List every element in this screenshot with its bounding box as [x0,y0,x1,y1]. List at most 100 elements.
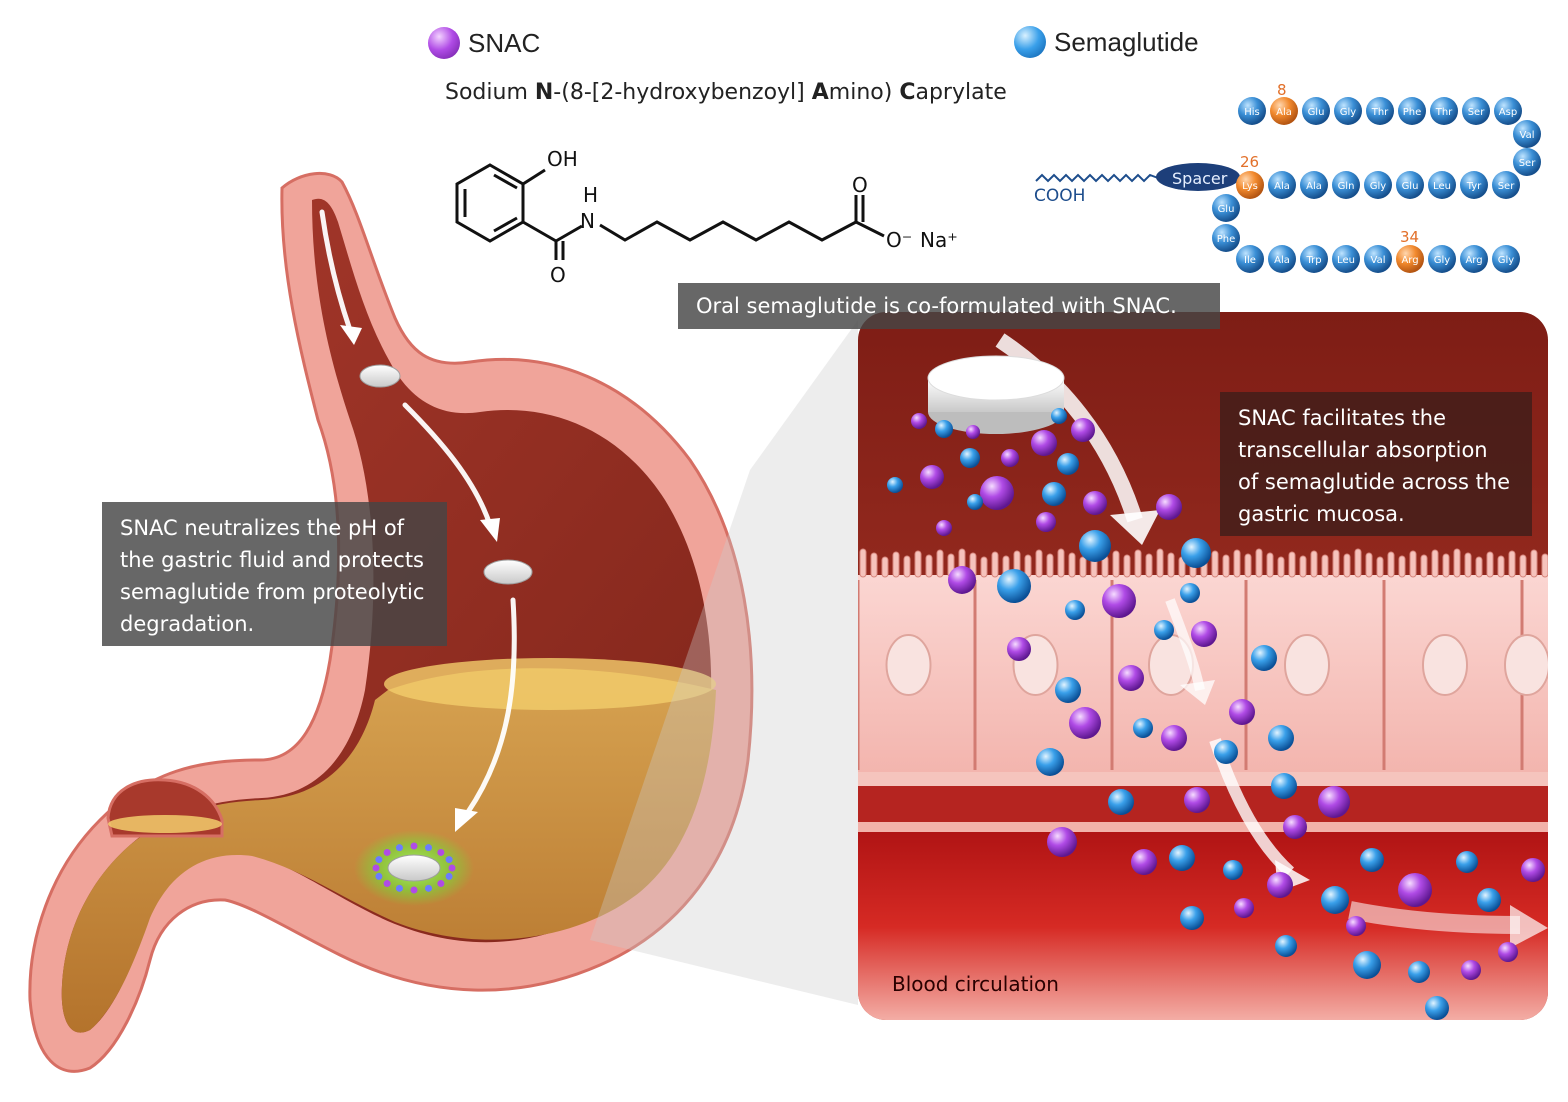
svg-text:Arg: Arg [1401,255,1418,266]
semaglutide-particle [1180,906,1204,930]
residue-arg: Arg [1396,245,1424,273]
residue-ala: Ala [1300,171,1328,199]
o1-label: O [550,263,566,287]
semaglutide-particle [445,856,453,864]
svg-text:Asp: Asp [1499,107,1517,118]
snac-particle [372,864,380,872]
snac-particle [1156,494,1182,520]
pill-path-arrows [319,209,517,815]
residue-ser: Ser [1462,97,1490,125]
semaglutide-particle [1133,718,1153,738]
snac-dot-icon [428,27,460,59]
residue-gln: Gln [1332,171,1360,199]
semaglutide-particle [375,856,383,864]
residue-ser: Ser [1492,171,1520,199]
snac-particle [437,848,445,856]
snac-particle [410,842,418,850]
residue-val: Val [1513,120,1541,148]
residue-his: His [1238,97,1266,125]
residue-leu: Leu [1428,171,1456,199]
coformulated-caption: Oral semaglutide is co-formulated with S… [678,283,1220,329]
snac-particle [911,413,927,429]
residue-ala: Ala [1268,245,1296,273]
svg-text:Glu: Glu [1218,204,1235,215]
fatty-acid-chain [1035,173,1159,183]
spacer-shape [1156,163,1240,191]
zoom-wedge [590,320,858,1005]
legend-semaglutide-label: Semaglutide [1054,26,1199,57]
pylorus-fluid-surface [108,815,222,833]
snac-particle [448,864,456,872]
svg-text:His: His [1244,107,1260,118]
snac-particle [1071,418,1095,442]
blood-circulation-label: Blood circulation [892,972,1059,996]
spacer-label: Spacer [1172,169,1228,188]
semaglutide-particle [1251,645,1277,671]
residue-arg: Arg [1460,245,1488,273]
semaglutide-particle [1079,530,1111,562]
residue-phe: Phe [1212,224,1240,252]
semaglutide-particle [1057,453,1079,475]
residue-gly: Gly [1364,171,1392,199]
residue-gly: Gly [1334,97,1362,125]
position-8-label: 8 [1277,81,1287,99]
svg-text:Ala: Ala [1306,181,1322,192]
n-label: N [580,209,595,233]
svg-text:Ile: Ile [1244,255,1256,266]
semaglutide-particle [1425,996,1449,1020]
svg-text:Tyr: Tyr [1466,181,1482,192]
semaglutide-particle [1181,538,1211,568]
svg-text:Val: Val [1520,130,1535,141]
semaglutide-particle [1214,740,1238,764]
svg-text:Arg: Arg [1465,255,1482,266]
na-plus-label: Na⁺ [920,228,958,252]
snac-particle [948,566,976,594]
semaglutide-particle [997,569,1031,603]
residue-ala: Ala [1270,97,1298,125]
semaglutide-particle [1353,951,1381,979]
oh-label: OH [547,147,578,171]
svg-text:Gly: Gly [1434,255,1451,266]
snac-particle [1102,584,1136,618]
tablet-dissolving [387,854,441,882]
semaglutide-particle [395,884,403,892]
snac-particle [936,520,952,536]
o-minus-label: O⁻ [886,228,912,252]
snac-particle [410,886,418,894]
residue-thr: Thr [1366,97,1394,125]
semaglutide-particle [1108,789,1134,815]
semaglutide-dot-icon [1014,26,1046,58]
semaglutide-particle [1360,848,1384,872]
position-34-label: 34 [1400,228,1419,246]
snac-particle [1184,787,1210,813]
snac-particle [1283,815,1307,839]
semaglutide-particle [445,872,453,880]
residue-gly: Gly [1428,245,1456,273]
svg-text:Ser: Ser [1498,181,1516,192]
cooh-label: COOH [1034,186,1085,206]
snac-particle [383,880,391,888]
h-label: H [583,183,598,207]
semaglutide-particle [1321,886,1349,914]
residue-asp: Asp [1494,97,1522,125]
semaglutide-particle [1180,583,1200,603]
svg-text:Thr: Thr [1371,107,1389,118]
residue-glu: Glu [1396,171,1424,199]
residue-phe: Phe [1398,97,1426,125]
residue-ile: Ile [1236,245,1264,273]
snac-particle [1267,872,1293,898]
neutralizes-caption: SNAC neutralizes the pH of the gastric f… [102,502,447,646]
residue-leu: Leu [1332,245,1360,273]
residue-gly: Gly [1492,245,1520,273]
svg-text:Ala: Ala [1274,181,1290,192]
svg-text:Gln: Gln [1338,181,1355,192]
snac-particle [1461,960,1481,980]
snac-particle [1191,621,1217,647]
legend-snac: SNAC [428,27,540,59]
snac-particle [1398,873,1432,907]
semaglutide-particle [425,844,433,852]
semaglutide-particle [1271,773,1297,799]
tablet-esophagus [359,364,401,388]
o2-label: O [852,173,868,197]
